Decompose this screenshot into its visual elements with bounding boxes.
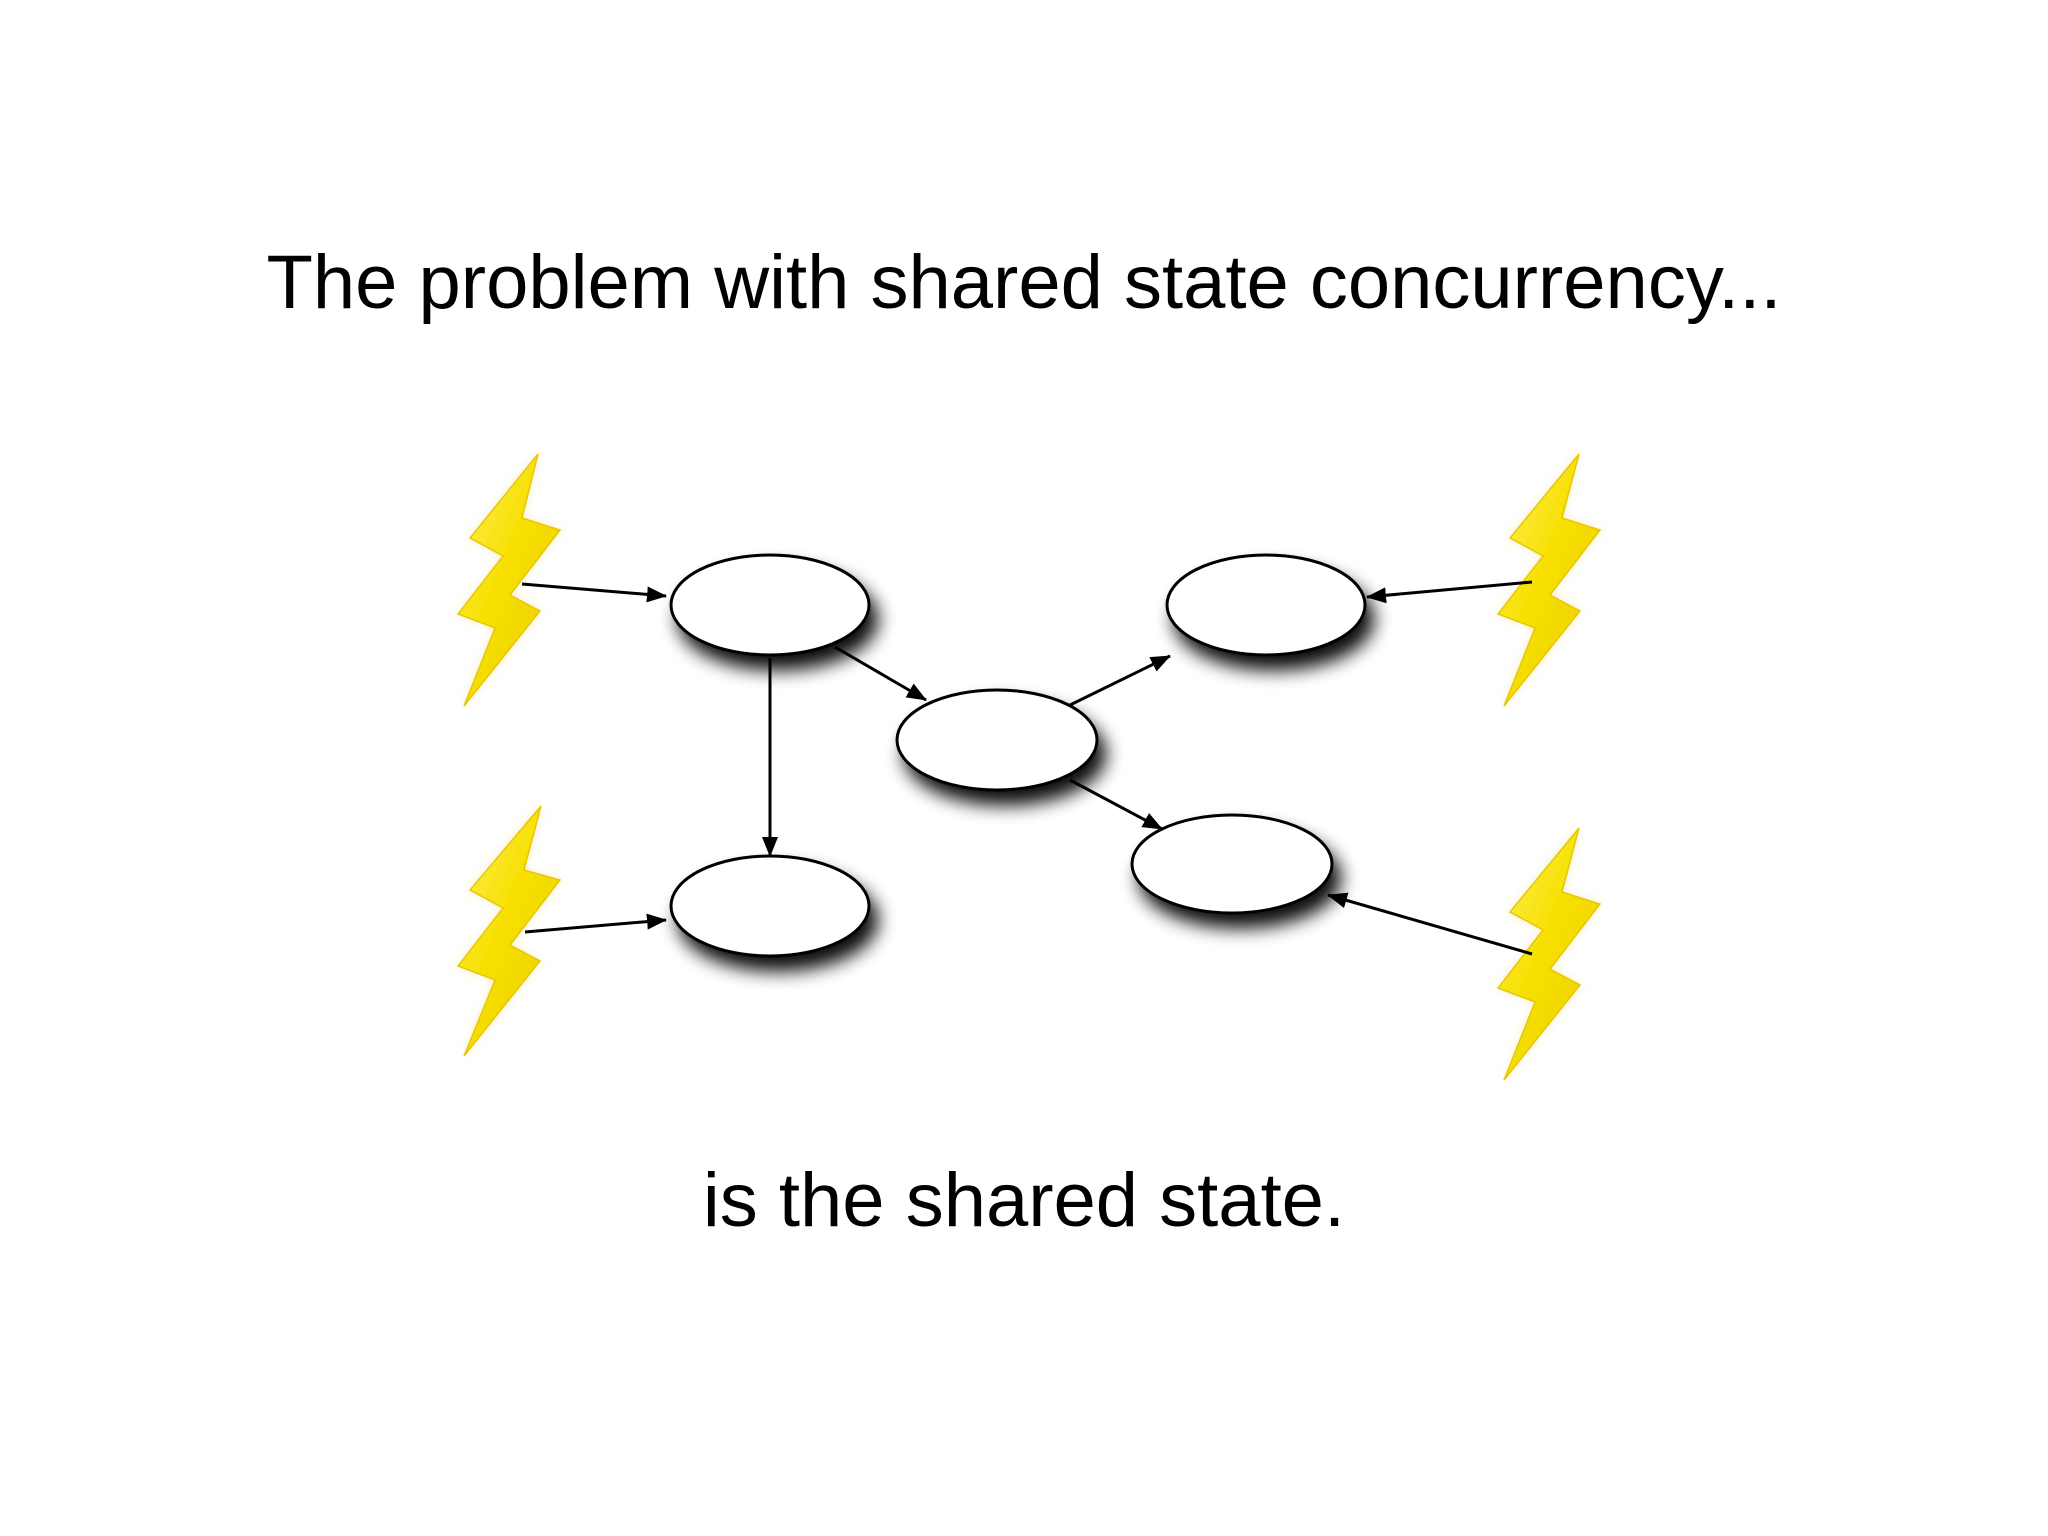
edge-node-b-to-node-c	[1067, 654, 1171, 708]
edge-bolt-to-node-a	[521, 582, 667, 603]
bolt-top-right	[1496, 453, 1602, 707]
slide-title: The problem with shared state concurrenc…	[266, 240, 1782, 325]
lightning-bolt-icon	[456, 453, 562, 707]
node-e	[1130, 813, 1334, 915]
bolt-top-left	[456, 453, 562, 707]
diagram-edges	[521, 580, 1533, 956]
edge-bolt-to-node-d	[524, 913, 667, 934]
edge-bolt-to-node-e	[1327, 892, 1533, 956]
node-b	[895, 688, 1099, 792]
node-d	[669, 854, 871, 958]
node-c	[1165, 553, 1367, 657]
lightning-bolt-icon	[1496, 827, 1602, 1081]
diagram-nodes	[669, 553, 1367, 958]
edge-bolt-to-node-c	[1366, 580, 1533, 604]
bolt-bottom-right	[1496, 827, 1602, 1081]
lightning-bolt-icon	[456, 805, 562, 1057]
slide-subtitle: is the shared state.	[702, 1158, 1346, 1243]
lightning-bolt-icon	[1496, 453, 1602, 707]
node-a	[669, 553, 871, 657]
edge-node-b-to-node-e	[1069, 778, 1163, 831]
bolt-bottom-left	[456, 805, 562, 1057]
edge-node-a-to-node-b	[834, 645, 927, 702]
